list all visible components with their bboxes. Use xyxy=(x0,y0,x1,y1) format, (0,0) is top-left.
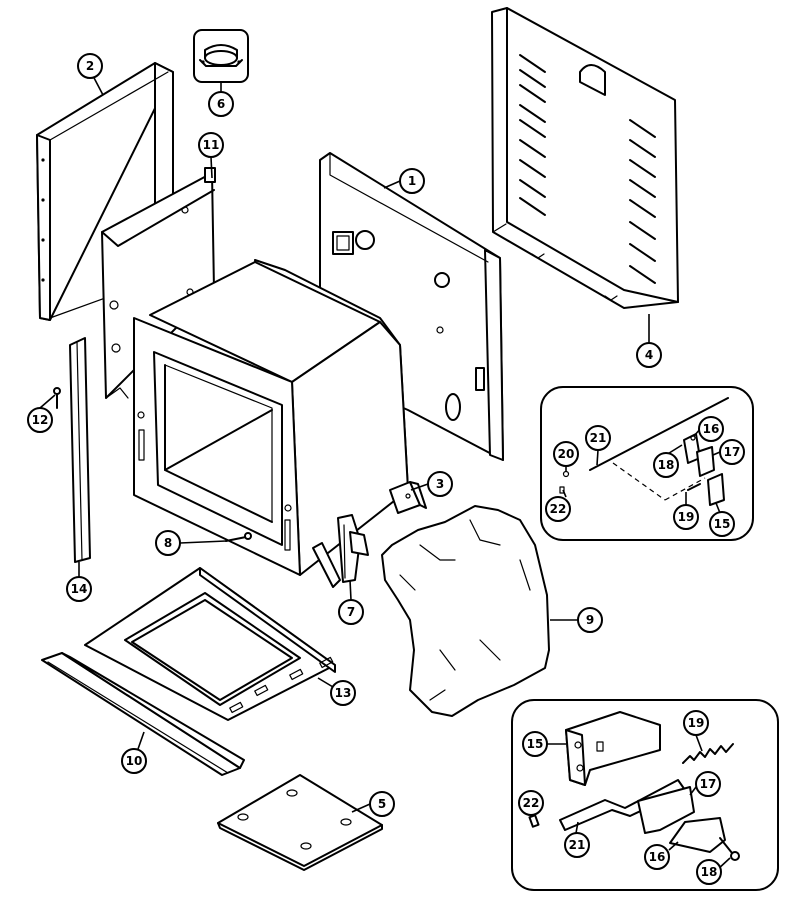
callout-5: 5 xyxy=(369,791,395,817)
callout-12: 12 xyxy=(27,407,53,433)
svg-text:5: 5 xyxy=(378,797,386,811)
svg-text:18: 18 xyxy=(658,458,675,472)
svg-text:8: 8 xyxy=(164,536,172,550)
svg-text:4: 4 xyxy=(645,348,653,362)
svg-text:13: 13 xyxy=(335,686,352,700)
part-10-front-trim xyxy=(41,652,245,776)
svg-text:22: 22 xyxy=(523,796,540,810)
callout-15-small: 15 xyxy=(709,511,735,537)
callout-21-small: 21 xyxy=(585,425,611,451)
part-9-insulation xyxy=(381,505,550,717)
svg-text:20: 20 xyxy=(558,447,575,461)
callout-19-small: 19 xyxy=(673,504,699,530)
svg-text:1: 1 xyxy=(408,174,416,188)
callout-19-large: 19 xyxy=(683,710,709,736)
part-14-vertical-trim xyxy=(69,337,91,563)
callout-16-small: 16 xyxy=(698,416,724,442)
callout-2: 2 xyxy=(77,53,103,79)
part-8-screw xyxy=(225,532,252,542)
callout-21-large: 21 xyxy=(564,832,590,858)
callout-18-small: 18 xyxy=(653,452,679,478)
svg-text:11: 11 xyxy=(203,138,220,152)
part-6-thermostat xyxy=(193,29,249,83)
callout-16-large: 16 xyxy=(644,844,670,870)
callout-14: 14 xyxy=(66,576,92,602)
svg-text:15: 15 xyxy=(714,517,731,531)
svg-text:21: 21 xyxy=(569,838,586,852)
svg-text:17: 17 xyxy=(700,777,717,791)
part-13-oven-bottom xyxy=(84,567,336,721)
callout-4: 4 xyxy=(636,342,662,368)
svg-text:6: 6 xyxy=(217,97,225,111)
svg-text:15: 15 xyxy=(527,737,544,751)
callout-17-large: 17 xyxy=(695,771,721,797)
callout-3: 3 xyxy=(427,471,453,497)
callout-13: 13 xyxy=(330,680,356,706)
callout-17-small: 17 xyxy=(719,439,745,465)
callout-11: 11 xyxy=(198,132,224,158)
callout-20: 20 xyxy=(553,441,579,467)
callout-15-large: 15 xyxy=(522,731,548,757)
svg-text:7: 7 xyxy=(347,605,355,619)
svg-text:22: 22 xyxy=(550,502,567,516)
svg-text:16: 16 xyxy=(703,422,720,436)
part-7-hinge xyxy=(312,514,369,588)
svg-text:21: 21 xyxy=(590,431,607,445)
svg-text:2: 2 xyxy=(86,59,94,73)
svg-text:19: 19 xyxy=(678,510,695,524)
callout-7: 7 xyxy=(338,599,364,625)
callout-9: 9 xyxy=(577,607,603,633)
callout-8: 8 xyxy=(155,530,181,556)
part-4-rear-panel xyxy=(491,7,679,309)
callout-22-small: 22 xyxy=(545,496,571,522)
callout-18-large: 18 xyxy=(696,859,722,885)
svg-text:14: 14 xyxy=(71,582,88,596)
callout-10: 10 xyxy=(121,748,147,774)
callout-22-large: 22 xyxy=(518,790,544,816)
leader-lines xyxy=(39,73,731,871)
oven-cavity xyxy=(133,259,409,576)
svg-text:9: 9 xyxy=(586,613,594,627)
callout-6: 6 xyxy=(208,91,234,117)
svg-text:12: 12 xyxy=(32,413,49,427)
svg-text:19: 19 xyxy=(688,716,705,730)
svg-text:10: 10 xyxy=(126,754,143,768)
part-12-screw xyxy=(53,387,61,409)
svg-text:3: 3 xyxy=(436,477,444,491)
svg-text:18: 18 xyxy=(701,865,718,879)
svg-text:17: 17 xyxy=(724,445,741,459)
svg-text:16: 16 xyxy=(649,850,666,864)
part-5-bottom-plate xyxy=(217,774,383,871)
callout-1: 1 xyxy=(399,168,425,194)
part-2-side-panel xyxy=(36,62,174,321)
